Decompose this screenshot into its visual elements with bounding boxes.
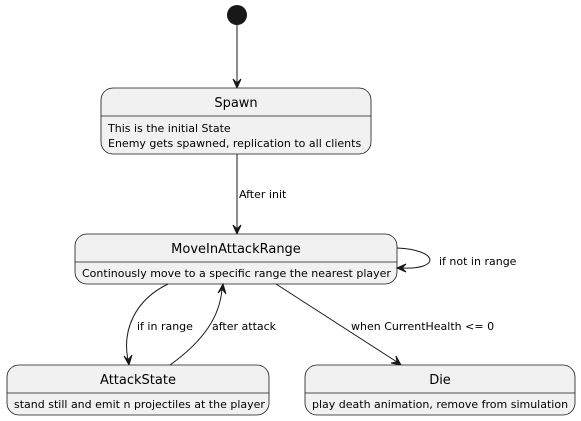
edge-label-after-attack: after attack — [212, 320, 277, 333]
edge-move-to-die: when CurrentHealth <= 0 — [275, 283, 494, 366]
state-attack-desc-line-1: stand still and emit n projectiles at th… — [14, 398, 265, 411]
state-move-title: MoveInAttackRange — [171, 242, 301, 257]
edge-move-to-attack: if in range — [123, 283, 193, 367]
initial-state-dot — [227, 5, 247, 25]
edge-label-when-health: when CurrentHealth <= 0 — [351, 320, 494, 333]
edge-label-after-init: After init — [239, 188, 287, 201]
state-die-title: Die — [429, 373, 451, 388]
edge-move-self-loop: if not in range — [395, 247, 517, 273]
state-move-in-attack-range: MoveInAttackRange Continously move to a … — [74, 233, 398, 285]
state-die-desc-line-1: play death animation, remove from simula… — [312, 398, 568, 411]
edge-initial-to-spawn — [232, 25, 242, 90]
edge-label-if-in-range: if in range — [137, 320, 193, 333]
edge-attack-to-move: after attack — [169, 282, 277, 366]
state-attack-title: AttackState — [100, 373, 176, 388]
state-spawn: Spawn This is the initial State Enemy ge… — [100, 87, 372, 155]
state-attack: AttackState stand still and emit n proje… — [6, 364, 270, 416]
edge-label-if-not-in-range: if not in range — [439, 255, 517, 268]
state-spawn-desc-line-1: This is the initial State — [107, 122, 231, 135]
edge-spawn-to-move: After init — [232, 154, 287, 236]
state-move-desc-line-1: Continously move to a specific range the… — [82, 267, 391, 280]
state-spawn-desc-line-2: Enemy gets spawned, replication to all c… — [108, 137, 361, 150]
state-spawn-title: Spawn — [214, 96, 257, 111]
state-die: Die play death animation, remove from si… — [304, 364, 576, 416]
